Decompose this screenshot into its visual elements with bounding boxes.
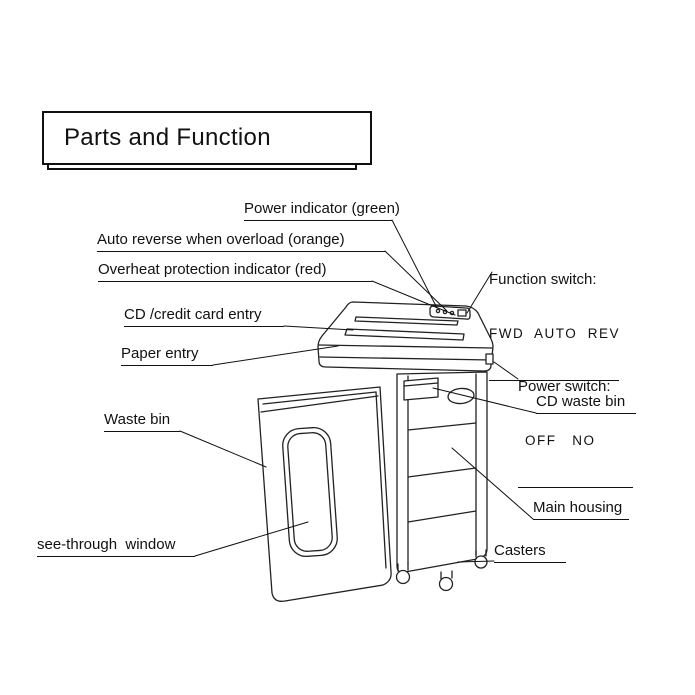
power-switch-drawing [485,353,494,365]
see-through-window-drawing [282,426,338,558]
page-title: Parts and Function [42,111,372,165]
casters-drawing [395,549,488,592]
label-function-switch: Function switch: FWD AUTO REV [489,234,619,381]
indicator-led-green [435,308,441,314]
function-switch-options: FWD AUTO REV [489,326,621,341]
power-switch-title: Power switch: [518,378,611,395]
function-switch-drawing [457,309,467,317]
label-waste-bin: Waste bin [104,411,180,432]
label-cd-entry: CD /credit card entry [124,306,284,327]
label-auto-reverse: Auto reverse when overload (orange) [97,231,385,252]
label-power-switch: Power switch: OFF NO [518,341,633,488]
label-casters: Casters [494,542,566,563]
waste-bin-drawing [257,386,392,602]
cd-slot-drawing [354,316,459,326]
paper-slot-drawing [344,328,465,341]
label-main-housing: Main housing [533,499,629,520]
shredder-head-drawing [317,301,494,372]
function-switch-title: Function switch: [489,271,597,288]
cd-waste-bin-drawing [403,377,439,401]
label-paper-entry: Paper entry [121,345,213,366]
label-see-through-window: see-through window [37,536,195,557]
label-power-indicator: Power indicator (green) [244,200,400,221]
label-overheat-protection: Overheat protection indicator (red) [98,261,372,282]
power-switch-options: OFF NO [525,433,596,448]
leader-lines [179,219,537,563]
label-cd-waste-bin: CD waste bin [536,393,636,414]
handle-cutout [447,387,475,405]
main-housing-drawing [396,371,488,574]
